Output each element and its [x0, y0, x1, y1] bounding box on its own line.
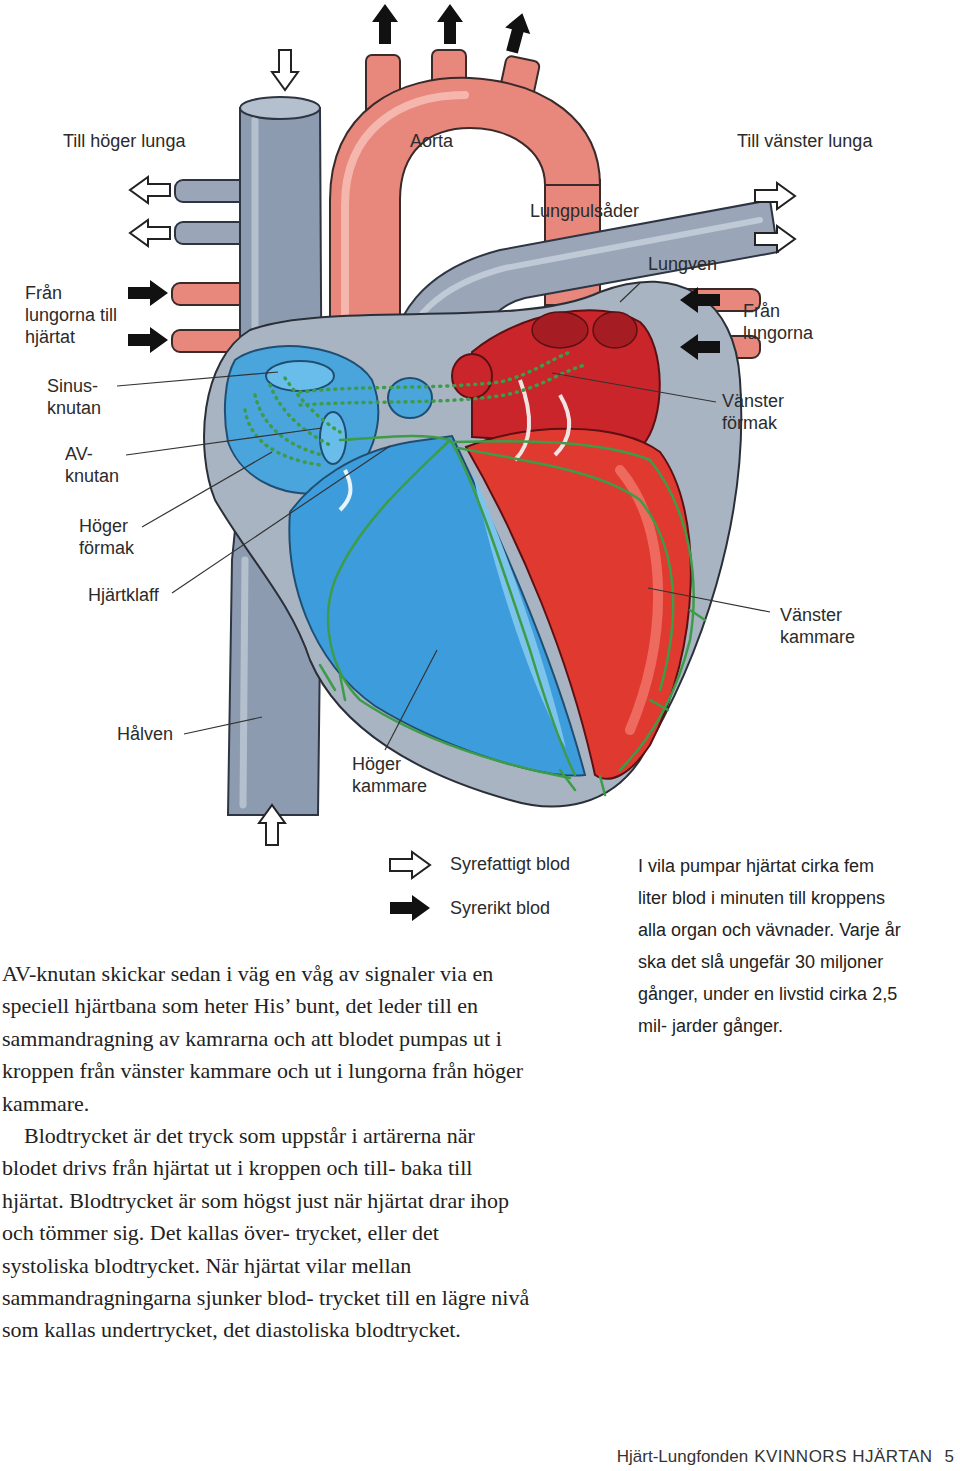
- legend-text: Syrerikt blod: [450, 897, 550, 919]
- pulmonary-valve: [388, 378, 432, 418]
- part-label: AV- knutan: [65, 443, 127, 487]
- vessel-label: Lungpulsåder: [530, 200, 670, 222]
- page-number: 5: [945, 1447, 954, 1467]
- lung-label: Till vänster lunga: [737, 130, 907, 152]
- vena-cava-opening: [240, 97, 320, 119]
- flow-label: Från lungorna: [743, 300, 843, 344]
- part-label: Vänster kammare: [780, 604, 880, 648]
- paragraph: Blodtrycket är det tryck som uppstår i a…: [2, 1120, 530, 1347]
- part-label: Hålven: [117, 723, 197, 745]
- publication-title: KVINNORS HJÄRTAN: [754, 1447, 932, 1467]
- part-label: Vänster förmak: [722, 390, 812, 434]
- vein-opening: [532, 312, 588, 348]
- legend-text: Syrefattigt blod: [450, 853, 570, 875]
- his-bundle: [320, 436, 705, 795]
- part-label: Höger förmak: [79, 515, 149, 559]
- deoxygenated-arrows: [130, 50, 795, 878]
- part-label: Sinus- knutan: [47, 375, 117, 419]
- paragraph: AV-knutan skickar sedan i väg en våg av …: [2, 958, 530, 1120]
- left-ventricle: [466, 429, 691, 779]
- vessel-label: Lungven: [648, 253, 748, 275]
- publisher: Hjärt-Lungfonden: [617, 1447, 748, 1467]
- sidebar-text: I vila pumpar hjärtat cirka fem liter bl…: [638, 850, 906, 1042]
- part-label: Hjärtklaff: [88, 584, 188, 606]
- part-label: Höger kammare: [352, 753, 442, 797]
- aortic-valve: [452, 354, 492, 398]
- vena-cava-inlet: [266, 361, 334, 391]
- conduction-paths: [245, 352, 585, 465]
- heart-wall: [204, 282, 741, 807]
- page-footer: Hjärt-Lungfonden KVINNORS HJÄRTAN 5: [617, 1447, 954, 1467]
- leader-lines: [117, 283, 770, 750]
- lung-label: Till höger lunga: [63, 130, 213, 152]
- vein-opening: [593, 312, 637, 348]
- flow-label: Från lungorna till hjärtat: [25, 282, 123, 348]
- left-atrium: [472, 310, 660, 446]
- body-text: AV-knutan skickar sedan i väg en våg av …: [2, 958, 530, 1347]
- vessel-label: Aorta: [410, 130, 480, 152]
- oxygenated-arrows: [128, 4, 720, 921]
- lv-highlight: [620, 470, 658, 730]
